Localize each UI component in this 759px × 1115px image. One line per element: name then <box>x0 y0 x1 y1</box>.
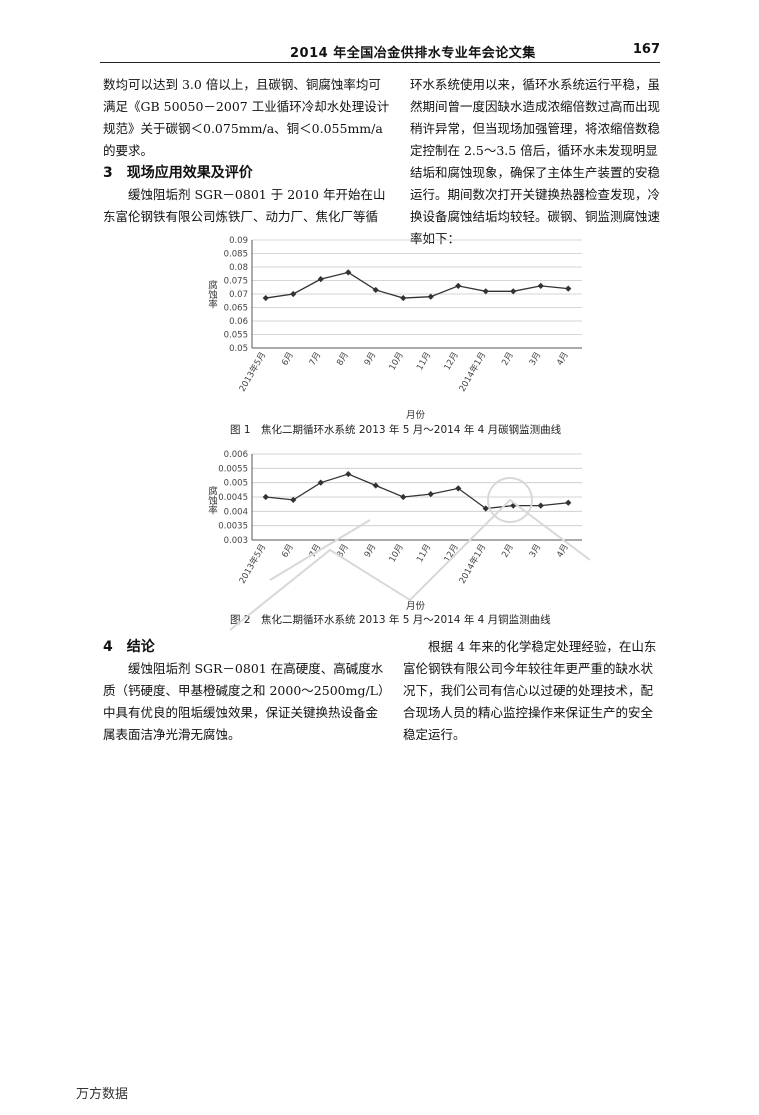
x-tick-label: 7月 <box>308 543 324 560</box>
figure-caption: 图 2 焦化二期循环水系统 2013 年 5 月～2014 年 4 月铜监测曲线 <box>230 614 551 626</box>
x-tick-label: 7月 <box>308 351 324 368</box>
y-tick-label: 0.005 <box>224 479 248 489</box>
x-tick-label: 2014年1月 <box>457 542 489 586</box>
figure-caption: 图 1 焦化二期循环水系统 2013 年 5 月～2014 年 4 月碳钢监测曲… <box>230 424 562 436</box>
y-tick-label: 0.075 <box>224 277 248 287</box>
x-tick-label: 4月 <box>555 351 571 368</box>
data-point <box>455 282 462 290</box>
data-point <box>482 288 489 295</box>
section-heading: 4 结论 <box>103 639 155 655</box>
y-tick-label: 0.0045 <box>218 493 248 503</box>
x-tick-label: 12月 <box>443 351 461 373</box>
data-point <box>427 491 434 498</box>
y-tick-label: 0.0035 <box>218 522 248 532</box>
copper-chart: 0.0060.00550.0050.00450.0040.00350.00320… <box>218 450 582 586</box>
paragraph: 数均可以达到 3.0 倍以上，且碳钢、铜腐蚀率均可满足《GB 50050－200… <box>103 77 390 158</box>
x-tick-label: 12月 <box>443 543 461 565</box>
page-number: 167 <box>632 42 660 57</box>
data-point <box>317 479 324 486</box>
x-tick-label: 2013年5月 <box>237 542 269 586</box>
data-point <box>565 285 572 292</box>
data-point <box>537 502 544 509</box>
x-tick-label: 8月 <box>335 543 351 560</box>
y-tick-label: 0.085 <box>224 250 248 260</box>
data-point <box>510 288 517 295</box>
x-tick-label: 9月 <box>363 543 379 560</box>
y-tick-label: 0.003 <box>224 536 248 546</box>
x-axis-label: 月份 <box>406 410 426 421</box>
data-point <box>510 502 517 509</box>
x-tick-label: 11月 <box>415 351 433 373</box>
x-tick-label: 6月 <box>280 543 296 560</box>
paragraph: 环水系统使用以来，循环水系统运行平稳，虽然期间曾一度因缺水造成浓缩倍数过高而出现… <box>410 77 661 246</box>
footer-logo: 万方数据 <box>76 1087 129 1102</box>
y-tick-label: 0.09 <box>229 236 248 246</box>
data-point <box>537 282 544 290</box>
section-heading: 3 现场应用效果及评价 <box>103 165 253 181</box>
figure-1: 0.09 0.085 0.08 0.075 0.07 0.065 0.06 0.055 0.05… <box>190 232 590 436</box>
y-tick-label: 0.05 <box>229 344 248 354</box>
x-tick-label: 10月 <box>388 351 406 373</box>
data-point <box>262 294 269 302</box>
data-point <box>345 269 352 276</box>
y-tick-label: 0.006 <box>224 450 248 460</box>
data-point <box>290 290 297 298</box>
data-point <box>372 286 379 294</box>
data-point <box>400 294 407 302</box>
page-header: 2014 年全国冶金供排水专业年会论文集 167 <box>100 40 660 63</box>
y-tick-label: 0.065 <box>224 304 248 314</box>
x-tick-label: 2014年1月 <box>457 350 489 394</box>
data-point <box>345 470 352 478</box>
y-tick-label: 0.06 <box>229 317 248 327</box>
data-point <box>400 493 407 501</box>
paragraph: 缓蚀阻垢剂 SGR－0801 在高硬度、高碱度水质（钙硬度、甲基橙碱度之和 20… <box>103 661 385 742</box>
x-tick-label: 2013年5月 <box>237 350 269 394</box>
data-point <box>262 493 269 501</box>
x-tick-label: 9月 <box>363 351 379 368</box>
y-tick-label: 0.07 <box>229 290 248 300</box>
x-tick-label: 6月 <box>280 351 296 368</box>
paragraph: 根据 4 年来的化学稳定处理经验，在山东富伦钢铁有限公司今年较往年更严重的缺水状… <box>403 639 657 742</box>
running-title: 2014 年全国冶金供排水专业年会论文集 <box>290 46 536 61</box>
x-tick-label: 3月 <box>528 543 544 560</box>
x-tick-label: 8月 <box>335 351 351 368</box>
data-point <box>290 496 297 503</box>
x-tick-label: 3月 <box>528 351 544 368</box>
y-axis-label: 腐蚀率 <box>206 486 217 515</box>
x-axis-label: 月份 <box>406 601 426 612</box>
data-point <box>565 499 572 506</box>
y-tick-label: 0.08 <box>229 263 248 273</box>
data-point <box>427 293 434 300</box>
x-tick-label: 11月 <box>415 543 433 565</box>
left-column-bottom: 4 结论 缓蚀阻垢剂 SGR－0801 在高硬度、高碱度水质（钙硬度、甲基橙碱度… <box>103 636 390 746</box>
y-tick-label: 0.055 <box>224 331 248 341</box>
right-column-top: 环水系统使用以来，循环水系统运行平稳，虽然期间曾一度因缺水造成浓缩倍数过高而出现… <box>410 74 660 250</box>
data-point <box>372 482 379 489</box>
paragraph: 缓蚀阻垢剂 SGR－0801 于 2010 年开始在山东富伦钢铁有限公司炼铁厂、… <box>103 187 386 224</box>
x-tick-label: 2月 <box>500 543 516 560</box>
x-tick-label: 2月 <box>500 351 516 368</box>
data-point <box>317 276 324 283</box>
left-column-top: 数均可以达到 3.0 倍以上，且碳钢、铜腐蚀率均可满足《GB 50050－200… <box>103 74 390 228</box>
y-tick-label: 0.004 <box>224 507 248 517</box>
y-axis-label: 腐蚀率 <box>206 280 217 309</box>
carbon-steel-chart: 0.09 0.085 0.08 0.075 0.07 0.065 0.06 0.055 0.05… <box>224 236 582 394</box>
series-line <box>265 473 569 510</box>
x-tick-label: 10月 <box>388 543 406 565</box>
right-column-bottom: 根据 4 年来的化学稳定处理经验，在山东富伦钢铁有限公司今年较往年更严重的缺水状… <box>403 636 660 746</box>
y-tick-label: 0.0055 <box>218 464 248 474</box>
series-line <box>265 271 569 299</box>
x-tick-label: 4月 <box>555 543 571 560</box>
